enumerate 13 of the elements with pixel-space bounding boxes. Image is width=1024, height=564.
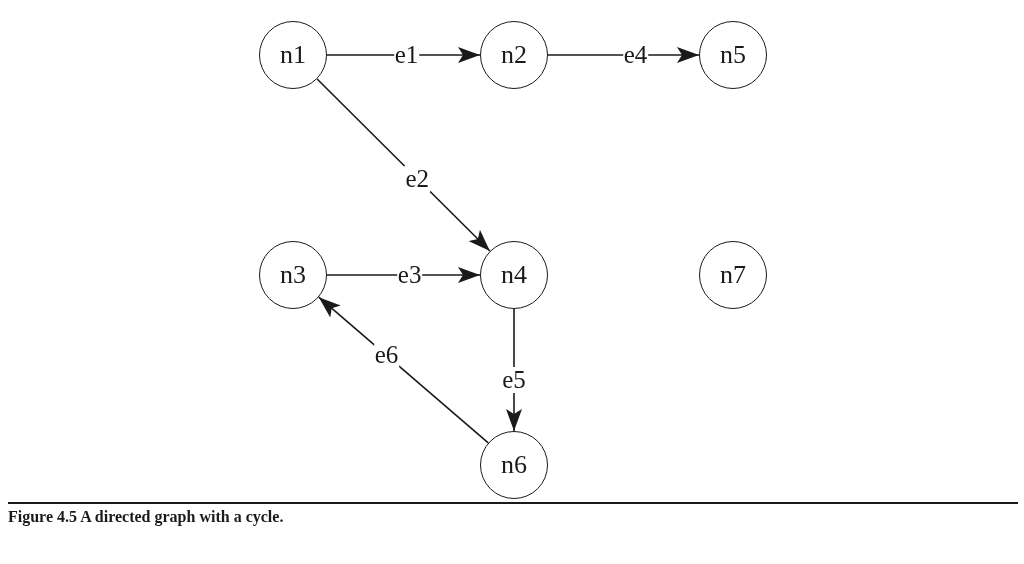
node-label: n7 (720, 262, 746, 288)
figure-caption: Figure 4.5 A directed graph with a cycle. (8, 507, 284, 527)
arrow (326, 267, 481, 283)
node-label: n1 (280, 42, 306, 68)
node-label: n5 (720, 42, 746, 68)
node-label: n4 (501, 262, 527, 288)
node-label: n3 (280, 262, 306, 288)
edge-label: e6 (373, 342, 400, 369)
edge-label: e5 (501, 366, 527, 393)
node-label: n6 (501, 452, 527, 478)
node-label: n2 (501, 42, 527, 68)
edge-label: e2 (404, 165, 431, 192)
arrow (547, 47, 700, 63)
